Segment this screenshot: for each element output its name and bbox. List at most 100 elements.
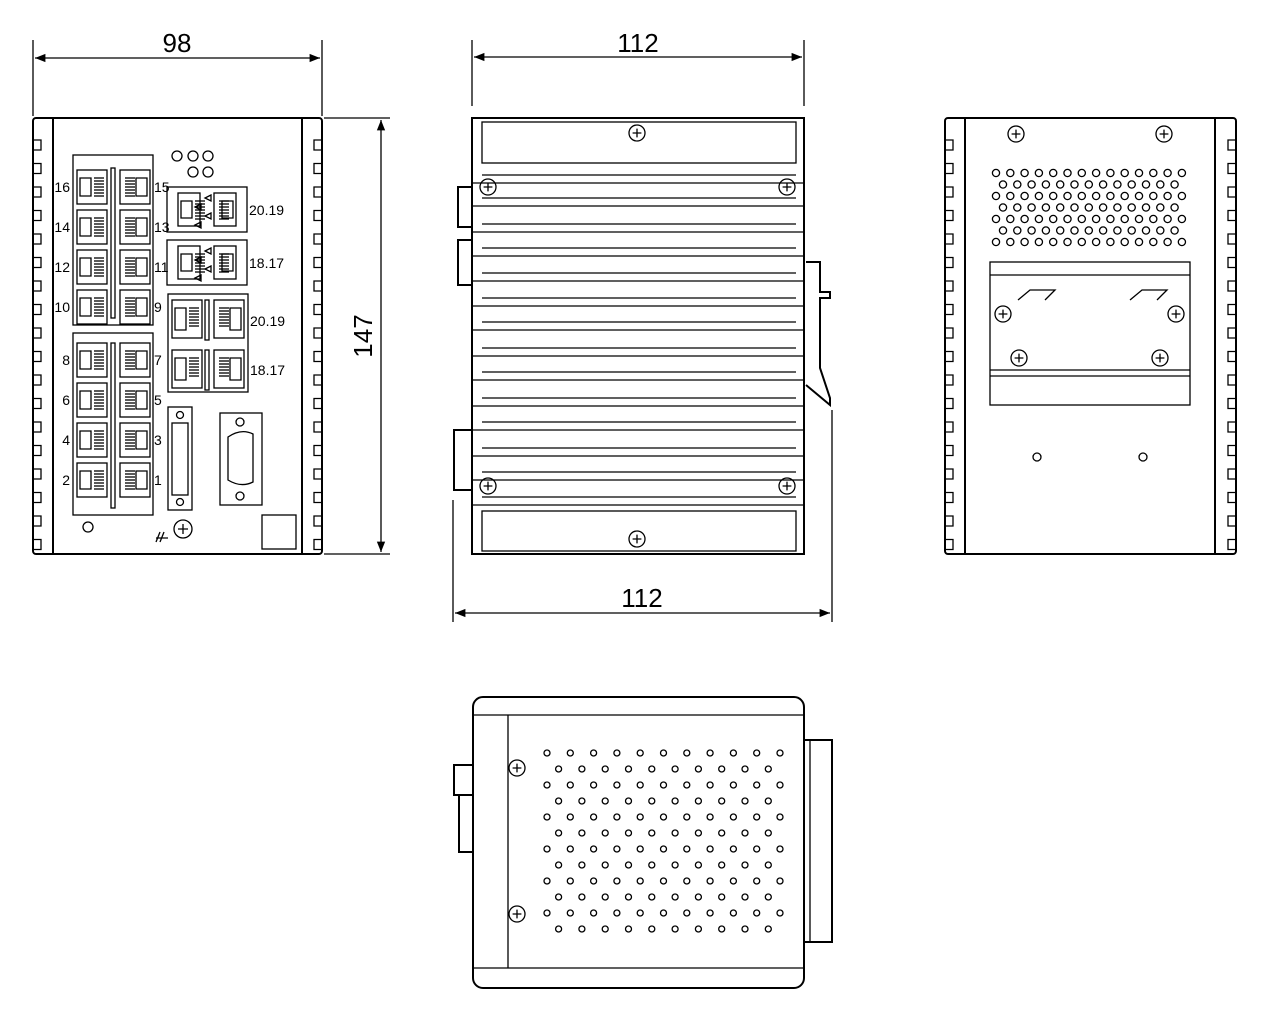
vent-hole [543,781,551,789]
screw-icon [1151,349,1169,367]
rj45-port-icon [213,349,245,389]
cooling-fin-notch [33,444,42,457]
vent-hole [1163,168,1172,178]
cooling-fin-notch [33,280,42,292]
cooling-fin-notch [33,515,42,527]
vent-hole [543,877,551,885]
vent-hole [636,877,644,885]
vent-hole [991,168,1001,178]
cooling-fin-notch [313,209,322,222]
vent-hole [1091,214,1101,224]
vent-hole [1149,214,1158,224]
vent-hole [601,861,609,869]
cooling-fin-notch [313,186,322,198]
vent-hole [1120,237,1129,247]
vent-hole [729,909,738,917]
vent-hole [753,749,761,757]
cooling-fin-notch [945,491,954,504]
vent-hole [1048,168,1058,178]
cooling-fin-notch [313,233,322,245]
vent-hole [636,813,644,821]
vent-hole [1106,214,1115,224]
din-rail-clip [805,261,831,408]
rj45-port-icon [119,289,151,325]
vent-hole [1020,168,1029,178]
screw-icon [1010,349,1028,367]
vent-hole [706,877,714,885]
cooling-fin-notch [1227,374,1236,386]
vent-hole [543,813,551,821]
vent-hole [1163,214,1172,224]
vent-hole [554,797,563,805]
vent-hole [543,845,551,853]
vent-hole [1113,226,1122,235]
rj45-port-icon [213,245,237,280]
screw-icon [994,305,1012,323]
led-arrow-icon [193,255,202,265]
cooling-fin-notch [1227,280,1236,292]
vent-hole [694,765,703,773]
ground-screw-icon [155,519,193,543]
vent-hole [589,749,598,757]
vent-hole [659,813,668,821]
vent-hole [659,749,668,757]
vent-hole [1027,203,1036,212]
cooling-fin-notch [313,515,322,527]
vent-hole [1034,237,1044,247]
vent-hole [1063,168,1072,178]
vent-hole [601,829,609,837]
vent-hole [1127,203,1136,212]
vent-hole [1134,168,1144,178]
vent-hole [1077,237,1087,247]
vent-hole [1127,180,1136,189]
vent-hole [1034,214,1044,224]
reset-hole [82,521,94,533]
cooling-fin-notch [1227,327,1236,339]
vent-hole [1141,226,1151,235]
vent-hole [1048,191,1058,201]
cooling-fin-notch [1227,491,1236,504]
rj45-port-icon [76,382,108,418]
vent-hole [729,877,738,885]
vent-hole [671,765,679,773]
vent-hole [998,180,1008,189]
screw-icon [778,178,796,196]
vent-hole [1134,191,1144,201]
cooling-fin-notch [313,162,322,175]
vent-hole [613,749,621,757]
vent-hole [1027,180,1036,189]
vent-hole [741,893,749,901]
vent-hole [636,781,644,789]
vent-hole [741,925,749,933]
cooling-fin-notch [945,233,954,245]
vent-hole [578,893,586,901]
vent-hole [1149,168,1158,178]
vent-hole [554,765,563,773]
cooling-fin-notch [1227,397,1236,410]
vent-hole [1156,203,1165,212]
vent-hole [566,781,574,789]
combo-port-block [167,293,249,393]
side-connector [457,186,473,228]
vent-hole [776,781,784,789]
led-arrow-icon [203,246,212,256]
port-number-label: 12 [54,259,70,275]
screw-icon [1167,305,1185,323]
vent-hole [706,749,714,757]
port-number-label: 7 [154,352,162,368]
cooling-fin-notch [945,303,954,316]
vent-hole [683,877,691,885]
cooling-fin-notch [945,162,954,175]
vent-hole [1113,180,1122,189]
cooling-fin-notch [313,256,322,269]
cooling-fin-notch [945,139,954,151]
cooling-fin-notch [945,538,954,551]
vent-hole [659,781,668,789]
vent-hole [636,749,644,757]
rj45-port-icon [119,382,151,418]
vent-hole [683,845,691,853]
cooling-fin-notch [33,421,42,433]
rj45-port-icon [119,169,151,205]
vent-hole [1070,180,1079,189]
vent-hole [1149,191,1158,201]
